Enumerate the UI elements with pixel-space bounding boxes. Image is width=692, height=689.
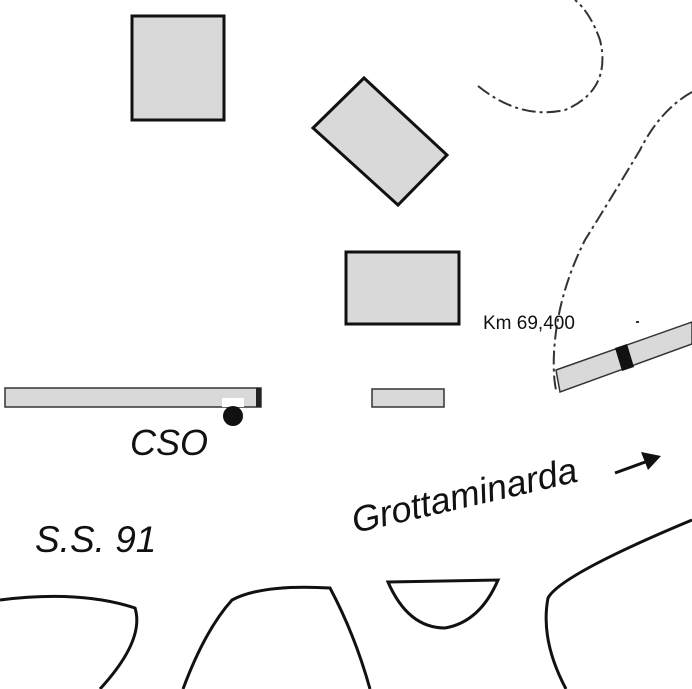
road-median bbox=[385, 578, 501, 630]
kilometre-label: Km 69,400 bbox=[483, 313, 575, 334]
filled-circle-icon bbox=[223, 406, 243, 426]
road-curb-center-left bbox=[181, 585, 372, 689]
direction-label: Grottaminarda bbox=[348, 449, 581, 541]
building-1 bbox=[130, 14, 226, 122]
small-building bbox=[371, 388, 445, 408]
station-label: CSO bbox=[130, 422, 208, 463]
dashed-track-top bbox=[477, 0, 604, 114]
small-dot bbox=[636, 321, 639, 323]
right-arrow-icon bbox=[614, 452, 661, 475]
road-label: S.S. 91 bbox=[35, 519, 156, 560]
road-curb-left bbox=[0, 594, 139, 689]
kilometre-marker bbox=[615, 344, 634, 371]
long-building-end bbox=[256, 388, 261, 407]
road-curb-right bbox=[544, 518, 692, 689]
building-2 bbox=[310, 75, 450, 208]
dashed-track-right bbox=[552, 91, 692, 391]
building-3 bbox=[344, 250, 461, 326]
long-building-notch bbox=[222, 398, 244, 407]
